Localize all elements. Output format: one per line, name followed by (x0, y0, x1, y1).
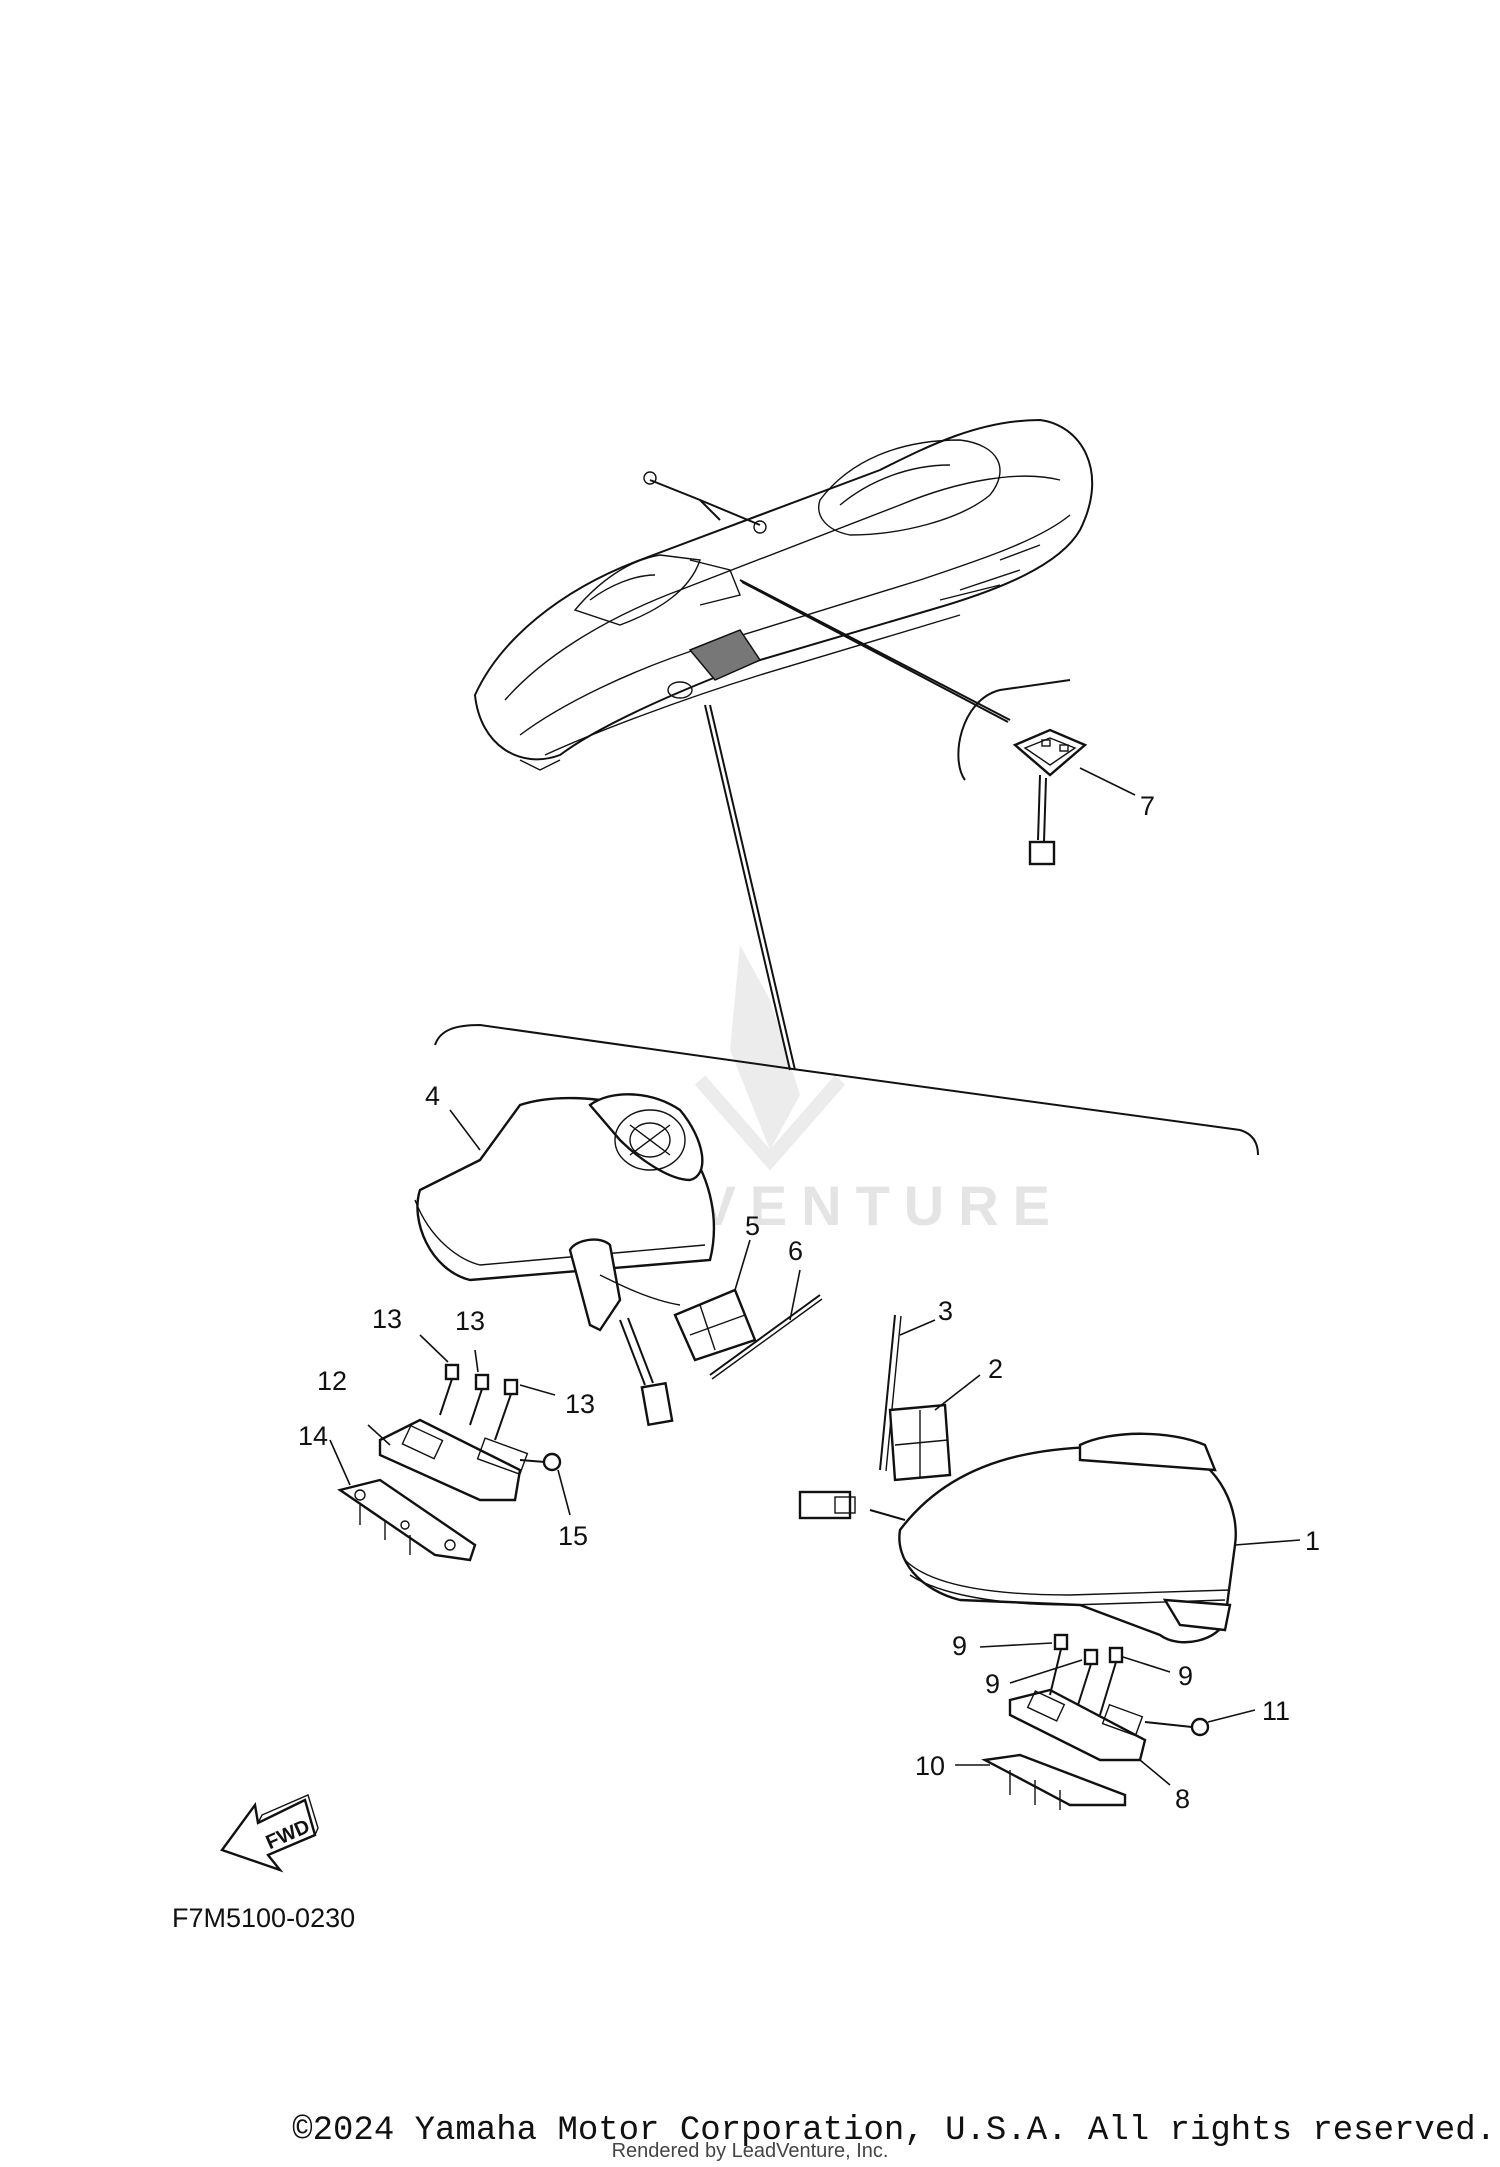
callout-4: 4 (425, 1081, 440, 1111)
part-3-rod (879, 1314, 896, 1471)
right-bracket-group (955, 1633, 1256, 1810)
part-11-screw (1190, 1717, 1210, 1737)
part-15-screw (542, 1452, 562, 1472)
callout-3: 3 (938, 1296, 953, 1326)
callout-8: 8 (1175, 1784, 1190, 1814)
callout-13b: 13 (455, 1306, 485, 1336)
leader-to-switch (739, 579, 1011, 721)
callout-9b: 9 (985, 1669, 1000, 1699)
callout-6: 6 (788, 1236, 803, 1266)
part-7-switch (1012, 728, 1136, 866)
callout-11: 11 (1262, 1696, 1290, 1726)
callout-9c: 9 (1178, 1661, 1193, 1691)
callout-13c: 13 (565, 1389, 595, 1419)
callout-15: 15 (558, 1521, 588, 1551)
callout-12: 12 (317, 1366, 347, 1396)
fwd-arrow-icon: FWD (220, 1794, 319, 1873)
callout-2: 2 (988, 1354, 1003, 1384)
callout-7: 7 (1140, 791, 1155, 821)
rendered-by-credit: Rendered by LeadVenture, Inc. (611, 2140, 889, 2162)
switch-bracket (957, 679, 1071, 781)
callout-10: 10 (915, 1751, 945, 1781)
part-10-plate (981, 1753, 1127, 1807)
part-2-label (888, 1403, 952, 1482)
callout-9a: 9 (952, 1631, 967, 1661)
part-5-label (673, 1288, 757, 1362)
watermark-logo-icon (730, 945, 800, 1150)
watercraft-illustration (473, 418, 1094, 771)
part-14-plate (337, 1478, 477, 1562)
left-bracket-group (329, 1334, 571, 1562)
callout-1: 1 (1305, 1526, 1320, 1556)
diagram-reference-code: F7M5100-0230 (172, 1903, 355, 1933)
copyright-notice: ©2024 Yamaha Motor Corporation, U.S.A. A… (292, 2112, 1496, 2150)
part-9-bolts (1049, 1633, 1124, 1716)
callout-5: 5 (745, 1211, 760, 1241)
callout-13a: 13 (372, 1304, 402, 1334)
part-4-meter (414, 1093, 716, 1427)
meter-group-bracket (434, 1023, 1259, 1156)
part-12-bracket (378, 1418, 522, 1502)
part-6-rod (709, 1294, 821, 1376)
leader-to-meter-group (704, 704, 791, 1071)
part-13-bolts (439, 1363, 519, 1441)
part-1-meter (798, 1432, 1301, 1644)
callout-14: 14 (298, 1421, 328, 1451)
